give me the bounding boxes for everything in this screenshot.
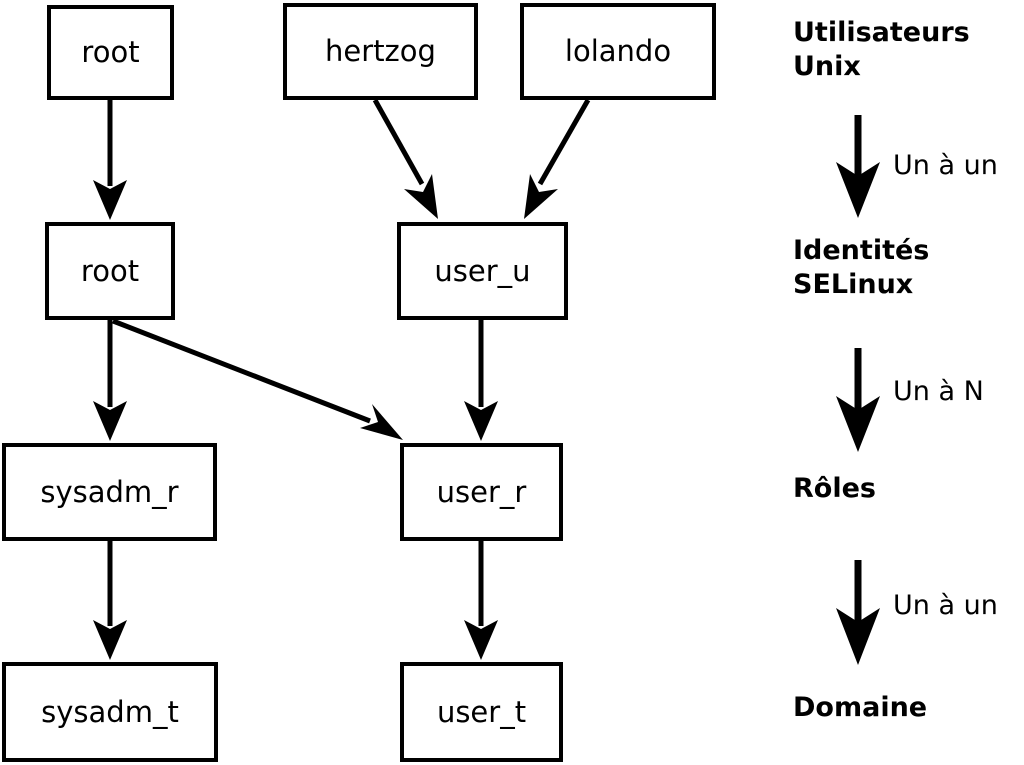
legend-relation-label-2: Un à N (893, 376, 984, 407)
node-domain-user-t[interactable]: user_t (400, 662, 563, 762)
node-label: hertzog (325, 34, 436, 68)
node-role-user-r[interactable]: user_r (400, 443, 563, 541)
edge-root-to-sysadm-r (93, 320, 127, 441)
node-label: user_r (436, 474, 527, 509)
node-unix-user-hertzog[interactable]: hertzog (283, 3, 478, 100)
legend-level-unix-users: Utilisateurs Unix (793, 17, 970, 83)
node-label: root (81, 35, 140, 69)
legend-arrow-1 (836, 115, 880, 218)
node-role-sysadm-r[interactable]: sysadm_r (2, 443, 217, 541)
node-domain-sysadm-t[interactable]: sysadm_t (2, 662, 218, 762)
edge-user-r-to-user-t (464, 541, 498, 660)
edge-root-to-root (93, 100, 127, 220)
node-label: user_t (436, 694, 527, 729)
node-unix-user-root[interactable]: root (47, 5, 174, 100)
edge-user-u-to-user-r (464, 320, 498, 441)
legend-arrow-2 (836, 348, 880, 452)
node-label: root (80, 253, 140, 288)
node-label: user_u (434, 253, 531, 288)
node-label: lolando (564, 34, 672, 68)
edge-lolando-to-user-u (524, 98, 591, 219)
node-selinux-identity-root[interactable]: root (45, 222, 175, 320)
legend-relation-label-3: Un à un (893, 590, 998, 621)
legend-relation-label-1: Un à un (893, 150, 998, 181)
legend-arrow-3 (836, 560, 880, 665)
legend-level-roles: Rôles (793, 473, 876, 504)
edge-hertzog-to-user-u (372, 98, 438, 219)
edge-sysadm-r-to-sysadm-t (93, 541, 127, 660)
node-unix-user-lolando[interactable]: lolando (520, 3, 716, 100)
node-selinux-identity-user-u[interactable]: user_u (397, 222, 568, 320)
legend-level-selinux-identities: Identités SELinux (793, 235, 930, 301)
edge-root-to-user-r (112, 318, 403, 440)
node-label: sysadm_t (41, 694, 179, 729)
node-label: sysadm_r (40, 474, 179, 509)
legend-level-domain: Domaine (793, 692, 928, 723)
